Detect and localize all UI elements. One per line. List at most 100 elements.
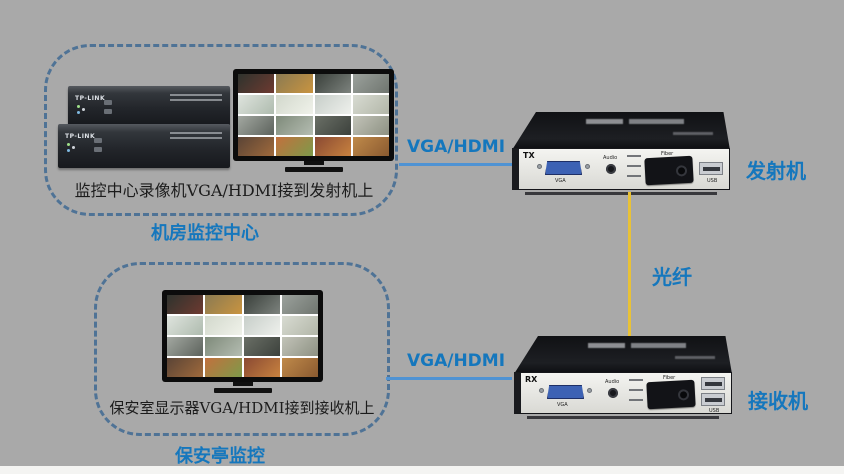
- camera-thumbnail: [205, 358, 242, 377]
- audio-jack: [608, 388, 618, 398]
- vga-screw: [587, 388, 592, 393]
- guard-booth-caption: 保安室显示器VGA/HDMI接到接收机上: [109, 399, 375, 417]
- camera-thumbnail: [352, 74, 389, 93]
- control-room-caption: 监控中心录像机VGA/HDMI接到发射机上: [74, 181, 374, 200]
- nvr-recorder-top: TP-LINK: [68, 86, 230, 126]
- tx-link-label: VGA/HDMI: [406, 137, 506, 157]
- camera-thumbnail: [276, 116, 313, 135]
- monitor-bezel: [162, 290, 323, 382]
- tplink-logo: TP-LINK: [75, 95, 106, 102]
- guard-booth-label: 保安亭监控: [175, 446, 265, 467]
- vga-port-label: VGA: [557, 402, 568, 408]
- usb-port-label: USB: [707, 178, 718, 184]
- fiber-port: [644, 155, 694, 186]
- nvr-recorder-bottom: TP-LINK: [58, 124, 230, 168]
- camera-thumbnail: [352, 137, 389, 156]
- fiber-port-label: Fiber: [661, 151, 674, 157]
- device-top-face: [512, 112, 730, 150]
- tx-link-line: [399, 163, 512, 166]
- fiber-line: [628, 192, 631, 344]
- transmitter-device: TX VGA Audio Fiber USB: [512, 112, 730, 195]
- vga-screw: [537, 164, 542, 169]
- audio-port-label: Audio: [605, 379, 620, 385]
- tplink-logo: TP-LINK: [65, 133, 96, 140]
- rx-link-label: VGA/HDMI: [406, 351, 506, 371]
- usb-port: [701, 377, 725, 390]
- usb-port: [699, 162, 723, 175]
- fiber-port: [646, 379, 696, 410]
- status-leds: [627, 155, 641, 183]
- nvr-button: [104, 109, 112, 114]
- usb-port: [701, 393, 725, 406]
- camera-thumbnail: [238, 95, 275, 114]
- camera-thumbnail: [243, 337, 280, 356]
- tx-tag: TX: [523, 151, 535, 160]
- device-model-print: [588, 343, 687, 348]
- nvr-button: [94, 138, 102, 143]
- receiver-device: RX VGA Audio Fiber USB: [514, 336, 732, 419]
- fiber-port-label: Fiber: [663, 375, 676, 381]
- camera-thumbnail: [243, 316, 280, 335]
- camera-thumbnail: [238, 137, 275, 156]
- device-front-panel: TX VGA Audio Fiber USB: [512, 148, 730, 190]
- rx-tag: RX: [525, 375, 538, 384]
- camera-thumbnail: [238, 74, 275, 93]
- bottom-strip: [0, 466, 844, 474]
- usb-slot: [703, 167, 720, 171]
- camera-thumbnail: [314, 74, 351, 93]
- control-room-zone-box: [44, 44, 398, 216]
- nvr-button: [104, 100, 112, 105]
- usb-slot: [705, 398, 722, 402]
- control-room-monitor: [233, 69, 394, 172]
- camera-thumbnail: [314, 95, 351, 114]
- rx-link-line: [386, 377, 512, 380]
- monitor-stand-base: [284, 167, 343, 172]
- camera-thumbnail: [205, 337, 242, 356]
- camera-thumbnail: [314, 137, 351, 156]
- camera-thumbnail: [243, 295, 280, 314]
- camera-thumbnail: [281, 295, 318, 314]
- device-front-panel: RX VGA Audio Fiber USB: [514, 372, 732, 414]
- camera-thumbnail: [281, 337, 318, 356]
- control-room-label: 机房监控中心: [151, 223, 259, 244]
- device-model-print: [675, 356, 715, 359]
- camera-thumbnail: [167, 316, 204, 335]
- monitor-stand: [232, 382, 253, 386]
- monitor-stand-base: [213, 388, 272, 393]
- camera-thumbnail: [167, 295, 204, 314]
- nvr-model-print: [170, 94, 222, 102]
- surveillance-grid: [167, 295, 318, 377]
- camera-thumbnail: [205, 316, 242, 335]
- monitor-bezel: [233, 69, 394, 161]
- audio-port-label: Audio: [603, 155, 618, 161]
- audio-jack: [606, 164, 616, 174]
- vga-port: [545, 161, 582, 175]
- vga-screw: [539, 388, 544, 393]
- camera-thumbnail: [243, 358, 280, 377]
- camera-thumbnail: [167, 358, 204, 377]
- fiber-connector: [675, 165, 688, 177]
- vga-port: [547, 385, 584, 399]
- monitor-stand: [303, 161, 324, 165]
- camera-thumbnail: [205, 295, 242, 314]
- transmitter-label: 发射机: [746, 159, 806, 183]
- surveillance-grid: [238, 74, 389, 156]
- camera-thumbnail: [281, 358, 318, 377]
- camera-thumbnail: [276, 95, 313, 114]
- device-top-face: [514, 336, 732, 374]
- nvr-model-print: [170, 132, 222, 140]
- usb-port-label: USB: [709, 408, 720, 414]
- guard-booth-monitor: [162, 290, 323, 393]
- camera-thumbnail: [314, 116, 351, 135]
- device-model-print: [673, 132, 713, 135]
- camera-thumbnail: [352, 116, 389, 135]
- nvr-button: [94, 147, 102, 152]
- camera-thumbnail: [276, 74, 313, 93]
- camera-thumbnail: [167, 337, 204, 356]
- status-leds: [629, 379, 643, 407]
- nvr-status-leds: [77, 105, 80, 108]
- guard-booth-zone-box: [94, 262, 390, 436]
- vga-port-label: VGA: [555, 178, 566, 184]
- fiber-label: 光纤: [652, 265, 692, 289]
- camera-thumbnail: [281, 316, 318, 335]
